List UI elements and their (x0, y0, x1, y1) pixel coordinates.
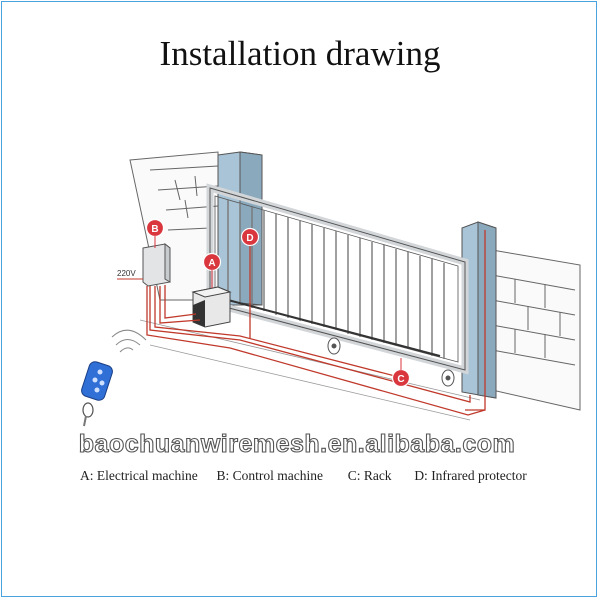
remote-control-icon (81, 361, 113, 427)
svg-text:B: B (151, 224, 158, 235)
legend-item-c: C: Rack (347, 468, 392, 483)
callout-d: D (240, 227, 260, 247)
legend-item-a: A: Electrical machine (80, 468, 198, 483)
signal-waves-icon (111, 329, 147, 353)
legend-item-d: D: Infrared protector (414, 468, 527, 483)
callout-c: C (391, 368, 411, 388)
legend-item-b: B: Control machine (216, 468, 323, 483)
watermark-text: baochuanwiremesh.en.alibaba.com (79, 430, 515, 458)
callout-b: B (145, 218, 165, 238)
gate-motor-icon (191, 286, 232, 328)
right-brick-wall (491, 249, 581, 411)
right-pillar (461, 221, 497, 399)
callout-a: A (202, 252, 222, 272)
control-box-icon (142, 242, 171, 287)
gate-wheel-icon (327, 337, 455, 387)
svg-text:A: A (208, 258, 215, 269)
legend: A: Electrical machine B: Control machine… (80, 468, 527, 484)
wiring (146, 230, 486, 416)
svg-text:C: C (397, 374, 404, 385)
page-title: Installation drawing (159, 34, 441, 73)
ground-lines (139, 319, 481, 421)
svg-text:D: D (246, 233, 253, 244)
voltage-label: 220V (117, 269, 136, 278)
